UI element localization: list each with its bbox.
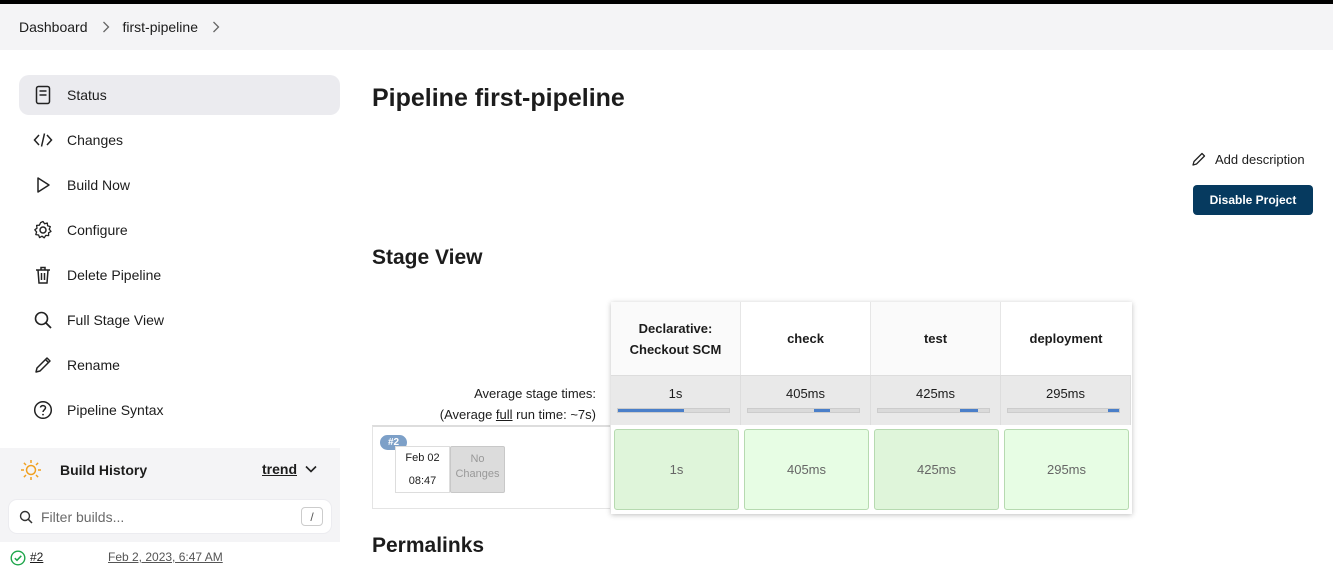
pencil-icon: [1192, 152, 1206, 166]
chevron-down-icon[interactable]: [304, 462, 318, 476]
stage-result-cell[interactable]: 1s: [614, 429, 739, 510]
stage-average-time: 1s: [668, 386, 683, 401]
build-date-box: Feb 02 08:47: [395, 446, 450, 493]
average-full-run-time: (Average full run time: ~7s): [439, 407, 596, 422]
build-date: Feb 02: [405, 452, 440, 464]
stage-average-time: 295ms: [1045, 386, 1086, 401]
stage-average: 295ms: [1001, 375, 1131, 425]
filter-builds-box: /: [9, 500, 331, 533]
build-row[interactable]: #2 Feb 2, 2023, 6:47 AM: [0, 542, 340, 577]
average-stage-times-text: Average stage times:: [474, 386, 596, 401]
disable-project-button[interactable]: Disable Project: [1193, 185, 1313, 215]
sidebar-item-label: Pipeline Syntax: [67, 402, 164, 418]
sidebar-item-label: Status: [67, 87, 107, 103]
stage-average-time: 425ms: [915, 386, 956, 401]
sidebar-item-label: Full Stage View: [67, 312, 165, 328]
sidebar-item-configure[interactable]: Configure: [19, 210, 340, 250]
stage-result-cell[interactable]: 425ms: [874, 429, 999, 510]
help-icon: [32, 399, 54, 421]
page-title: Pipeline first-pipeline: [372, 84, 625, 112]
stage-column: test 425ms 425ms: [871, 302, 1001, 510]
stage-time-bar-fill: [1108, 409, 1119, 412]
full-run-link[interactable]: full: [495, 407, 513, 422]
search-icon: [32, 309, 54, 331]
sidebar-item-label: Configure: [67, 222, 128, 238]
sun-icon: [20, 459, 42, 481]
build-number-link[interactable]: #2: [30, 550, 44, 564]
stage-time-bar-fill: [618, 409, 684, 412]
stage-time-bar-fill: [814, 409, 830, 412]
stage-name: check: [741, 302, 871, 375]
stage-time-bar: [1007, 408, 1120, 413]
chevron-right-icon[interactable]: [212, 21, 220, 33]
pencil-icon: [32, 354, 54, 376]
sidebar-item-full-stage-view[interactable]: Full Stage View: [19, 300, 340, 340]
add-description-link[interactable]: Add description: [1191, 151, 1305, 167]
sidebar-item-changes[interactable]: Changes: [19, 120, 340, 160]
stage-column: check 405ms 405ms: [741, 302, 871, 510]
stage-time-bar: [877, 408, 990, 413]
stage-average: 405ms: [741, 375, 871, 425]
trash-icon: [32, 264, 54, 286]
sidebar-item-label: Rename: [67, 357, 120, 373]
no-changes-box: No Changes: [450, 446, 505, 493]
add-description-label: Add description: [1215, 151, 1305, 167]
permalinks-title: Permalinks: [372, 534, 485, 557]
average-stage-times-label: Average stage times: (Average full run t…: [440, 383, 596, 425]
build-date-link[interactable]: Feb 2, 2023, 6:47 AM: [108, 550, 223, 564]
sidebar-item-pipeline-syntax[interactable]: Pipeline Syntax: [19, 390, 340, 430]
stage-average: 425ms: [871, 375, 1001, 425]
stage-column: deployment 295ms 295ms: [1001, 302, 1131, 510]
stage-result-cell[interactable]: 295ms: [1004, 429, 1129, 510]
stage-column: Declarative: Checkout SCM 1s 1s: [611, 302, 741, 510]
stage-average: 1s: [611, 375, 741, 425]
sidebar-item-delete-pipeline[interactable]: Delete Pipeline: [19, 255, 340, 295]
build-history-title: Build History: [60, 461, 148, 478]
sidebar-item-label: Build Now: [67, 177, 131, 193]
build-history-header: Build History trend: [0, 448, 340, 491]
filter-builds-input[interactable]: [41, 508, 291, 525]
stage-name: deployment: [1029, 331, 1103, 346]
trend-link[interactable]: trend: [262, 461, 297, 477]
breadcrumb: Dashboard first-pipeline: [0, 4, 1333, 50]
play-icon: [32, 174, 54, 196]
breadcrumb-dashboard[interactable]: Dashboard: [19, 19, 88, 35]
stage-time-bar: [617, 408, 730, 413]
gear-icon: [32, 219, 54, 241]
breadcrumb-first-pipeline[interactable]: first-pipeline: [122, 19, 198, 35]
build-run-box: [372, 425, 610, 509]
code-icon: [32, 129, 54, 151]
top-bar: [0, 0, 1333, 4]
sidebar-item-build-now[interactable]: Build Now: [19, 165, 340, 205]
build-time: 08:47: [408, 475, 437, 487]
search-icon: [19, 510, 33, 524]
stage-average-time: 405ms: [785, 386, 826, 401]
sidebar-item-rename[interactable]: Rename: [19, 345, 340, 385]
stage-view-title: Stage View: [372, 246, 483, 269]
sidebar-item-status[interactable]: Status: [19, 75, 340, 115]
shortcut-key-hint: /: [301, 507, 323, 526]
sidebar-item-label: Delete Pipeline: [67, 267, 162, 283]
chevron-right-icon: [102, 21, 110, 33]
sidebar-item-label: Changes: [67, 132, 124, 148]
sidebar: Status Changes Build Now Configure Delet…: [19, 75, 340, 435]
success-check-icon: [10, 550, 26, 566]
stage-view-table: Declarative: Checkout SCM 1s 1s check 40…: [611, 302, 1132, 514]
stage-name: test: [871, 302, 1001, 375]
stage-time-bar: [747, 408, 860, 413]
status-icon: [32, 84, 54, 106]
stage-result-cell[interactable]: 405ms: [744, 429, 869, 510]
stage-name: Declarative: Checkout SCM: [611, 302, 741, 375]
stage-time-bar-fill: [960, 409, 978, 412]
